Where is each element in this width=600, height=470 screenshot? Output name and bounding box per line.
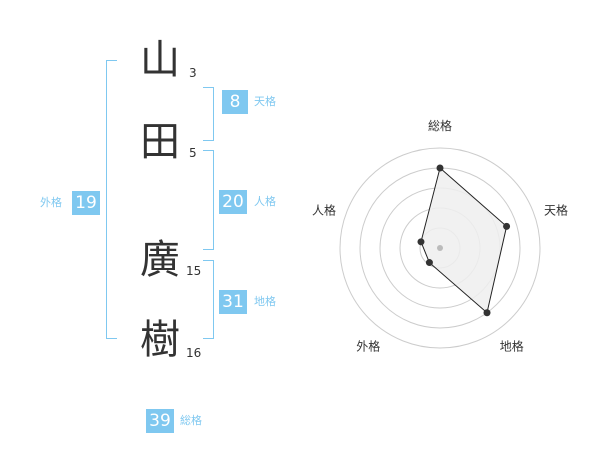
name-char-4: 樹 [140,317,180,363]
gaikaku-value-badge: 19 [72,191,100,215]
radar-axis-label-5: 人格 [312,202,336,217]
stroke-count-3: 15 [186,264,202,278]
jinkaku-value-badge: 20 [219,190,247,214]
chikaku-bracket [203,260,214,339]
radar-point-5 [417,238,425,246]
radar-axis-label-4: 外格 [356,339,380,354]
name-char-1: 山 [140,37,180,83]
radar-axis-label-2: 天格 [544,202,568,217]
tenkaku-bracket [203,87,214,141]
stroke-count-4: 16 [186,346,202,360]
radar-point-4 [425,259,433,267]
name-char-2: 田 [140,119,180,165]
soukaku-label: 総格 [180,414,202,427]
jinkaku-bracket [203,150,214,250]
chikaku-label: 地格 [254,295,276,308]
radar-series-area [420,167,508,314]
tenkaku-value-badge: 8 [222,90,248,114]
name-char-3: 廣 [140,237,180,283]
radar-center-dot [437,245,443,251]
gaikaku-label: 外格 [40,196,62,209]
radar-axis-label-3: 地格 [500,339,524,354]
radar-point-1 [436,164,444,172]
chikaku-value-badge: 31 [219,290,247,314]
stroke-count-2: 5 [189,146,197,160]
radar-point-2 [503,222,511,230]
radar-axis-label-1: 総格 [428,118,452,133]
gaikaku-bracket [106,60,117,339]
radar-point-3 [483,309,491,317]
radar-ring-5 [339,147,541,349]
soukaku-value-badge: 39 [146,409,174,433]
jinkaku-label: 人格 [254,195,276,208]
tenkaku-label: 天格 [254,95,276,108]
stroke-count-1: 3 [189,66,197,80]
